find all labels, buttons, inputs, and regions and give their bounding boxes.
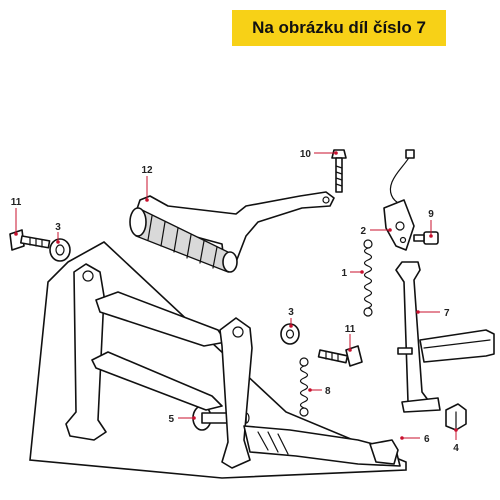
callout-3-right: 3 <box>288 307 294 328</box>
spring-8[interactable] <box>299 357 309 417</box>
bolt-11-left[interactable] <box>9 229 51 251</box>
callout-8: 8 <box>308 386 331 397</box>
callout-6: 6 <box>400 434 430 445</box>
svg-text:3: 3 <box>55 222 61 233</box>
svg-text:4: 4 <box>453 443 459 454</box>
callout-11-left: 11 <box>11 197 22 236</box>
svg-text:8: 8 <box>325 386 331 397</box>
svg-text:5: 5 <box>168 414 174 425</box>
callout-10: 10 <box>300 149 338 160</box>
svg-text:11: 11 <box>345 324 356 335</box>
kick-starter-lever[interactable] <box>129 191 335 273</box>
svg-text:2: 2 <box>360 226 366 237</box>
nut-4[interactable] <box>445 403 467 431</box>
callout-7: 7 <box>416 308 450 319</box>
svg-text:1: 1 <box>341 268 347 279</box>
callout-5: 5 <box>168 414 196 425</box>
svg-text:7: 7 <box>444 308 450 319</box>
callout-2: 2 <box>360 226 392 237</box>
side-stand[interactable] <box>395 261 495 413</box>
callout-1: 1 <box>341 268 364 279</box>
bolt-9[interactable] <box>413 231 439 245</box>
svg-text:9: 9 <box>428 209 434 220</box>
callout-3-left: 3 <box>55 222 61 244</box>
svg-text:12: 12 <box>141 165 153 176</box>
svg-text:10: 10 <box>300 149 312 160</box>
callout-12: 12 <box>141 165 153 202</box>
assembly-frame <box>29 241 407 479</box>
bolt-10[interactable] <box>331 149 347 193</box>
svg-text:3: 3 <box>288 307 294 318</box>
spring-1[interactable] <box>363 239 373 317</box>
svg-text:11: 11 <box>11 197 22 208</box>
svg-text:6: 6 <box>424 434 430 445</box>
callout-11-right: 11 <box>345 324 356 352</box>
callout-9: 9 <box>428 209 434 238</box>
washer-3-right[interactable] <box>280 323 300 345</box>
washer-3-left[interactable] <box>49 238 71 262</box>
main-stand[interactable] <box>65 263 401 469</box>
part-number-banner: Na obrázku díl číslo 7 <box>232 10 446 46</box>
callout-4: 4 <box>453 428 459 454</box>
bolt-11-right[interactable] <box>317 345 363 367</box>
side-stand-switch[interactable] <box>383 149 415 251</box>
